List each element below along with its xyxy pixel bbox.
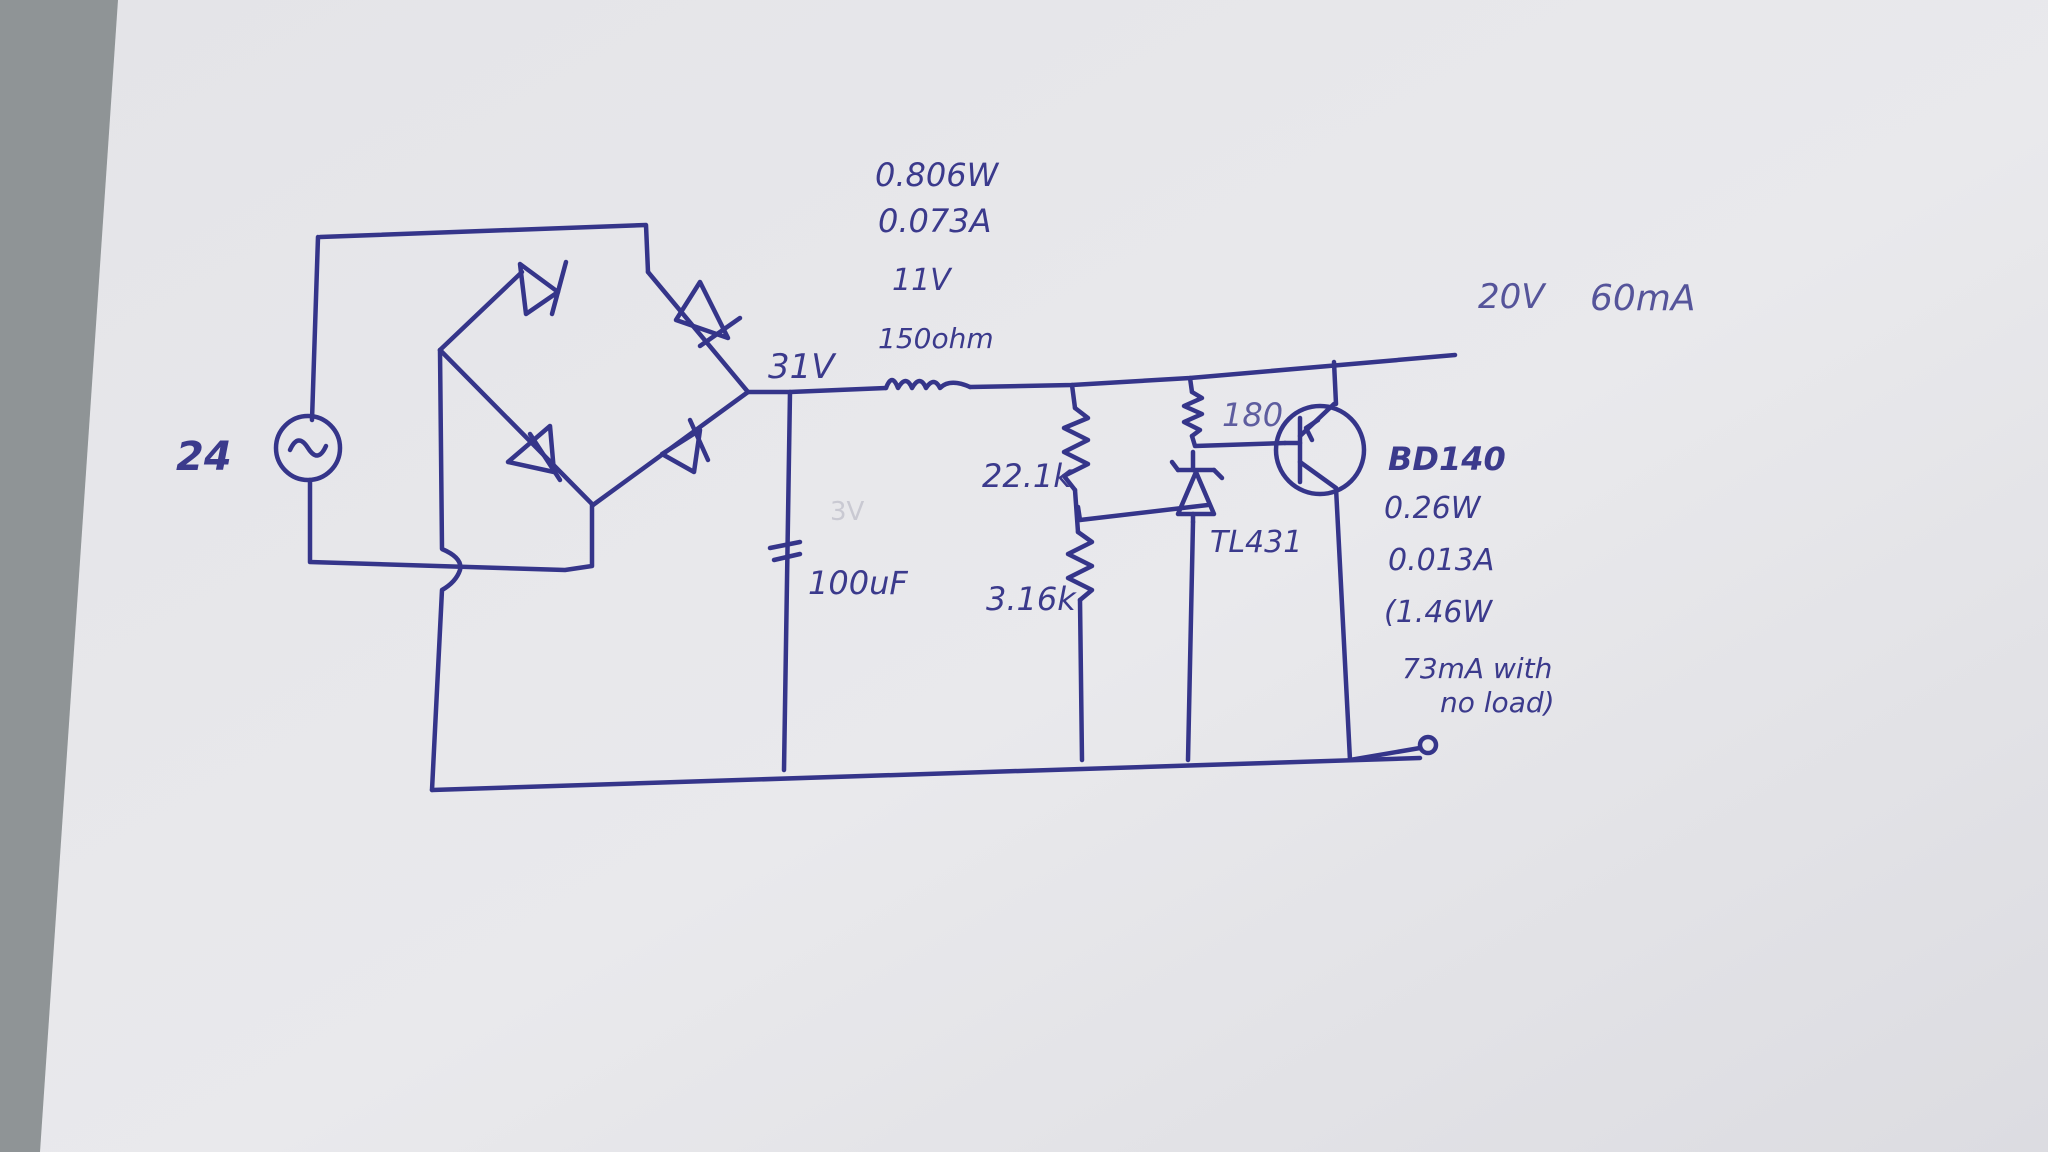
transistor-note-line2: 73mA with bbox=[1402, 652, 1552, 685]
circuit-wiring bbox=[307, 222, 1458, 793]
upper-divider-resistor-symbol bbox=[1061, 405, 1091, 493]
series-resistor-symbol bbox=[883, 377, 973, 391]
transistor-label: BD140 bbox=[1388, 440, 1506, 478]
resistor-drop-label: 11V bbox=[892, 263, 953, 298]
base-resistor-label: 180 bbox=[1222, 396, 1283, 434]
faint-erased-mark: 3V bbox=[830, 497, 865, 527]
regulator-label: TL431 bbox=[1210, 525, 1302, 560]
output-current-label: 60mA bbox=[1590, 278, 1696, 319]
source-voltage-label: 24 bbox=[176, 434, 232, 480]
ac-source-symbol bbox=[273, 413, 343, 483]
upper-divider-label: 22.1k bbox=[982, 457, 1073, 495]
diode-top-right bbox=[673, 279, 743, 349]
resistor-resistance-label: 150ohm bbox=[878, 322, 994, 355]
lower-divider-resistor-symbol bbox=[1065, 529, 1095, 603]
capacitor-symbol bbox=[767, 539, 803, 563]
transistor-power-label: 0.26W bbox=[1384, 491, 1482, 526]
diode-top-left bbox=[517, 259, 569, 317]
resistor-power-label: 0.806W bbox=[875, 156, 1000, 194]
paper-sheet bbox=[40, 0, 2048, 1152]
bridge-output-voltage-label: 31V bbox=[768, 347, 837, 387]
bd140-transistor-symbol bbox=[1273, 401, 1367, 497]
base-resistor-symbol bbox=[1181, 389, 1205, 439]
lower-divider-label: 3.16k bbox=[986, 580, 1077, 618]
transistor-note-line3: no load) bbox=[1440, 686, 1555, 719]
resistor-current-label: 0.073A bbox=[878, 202, 992, 240]
diode-bottom-left bbox=[505, 423, 563, 483]
capacitor-label: 100uF bbox=[808, 564, 908, 602]
output-voltage-label: 20V bbox=[1478, 277, 1547, 317]
transistor-note-line1: (1.46W bbox=[1384, 595, 1494, 630]
transistor-current-label: 0.013A bbox=[1388, 543, 1494, 578]
diode-bottom-right bbox=[659, 417, 711, 475]
output-terminal bbox=[1417, 734, 1439, 756]
tl431-symbol bbox=[1169, 449, 1225, 525]
